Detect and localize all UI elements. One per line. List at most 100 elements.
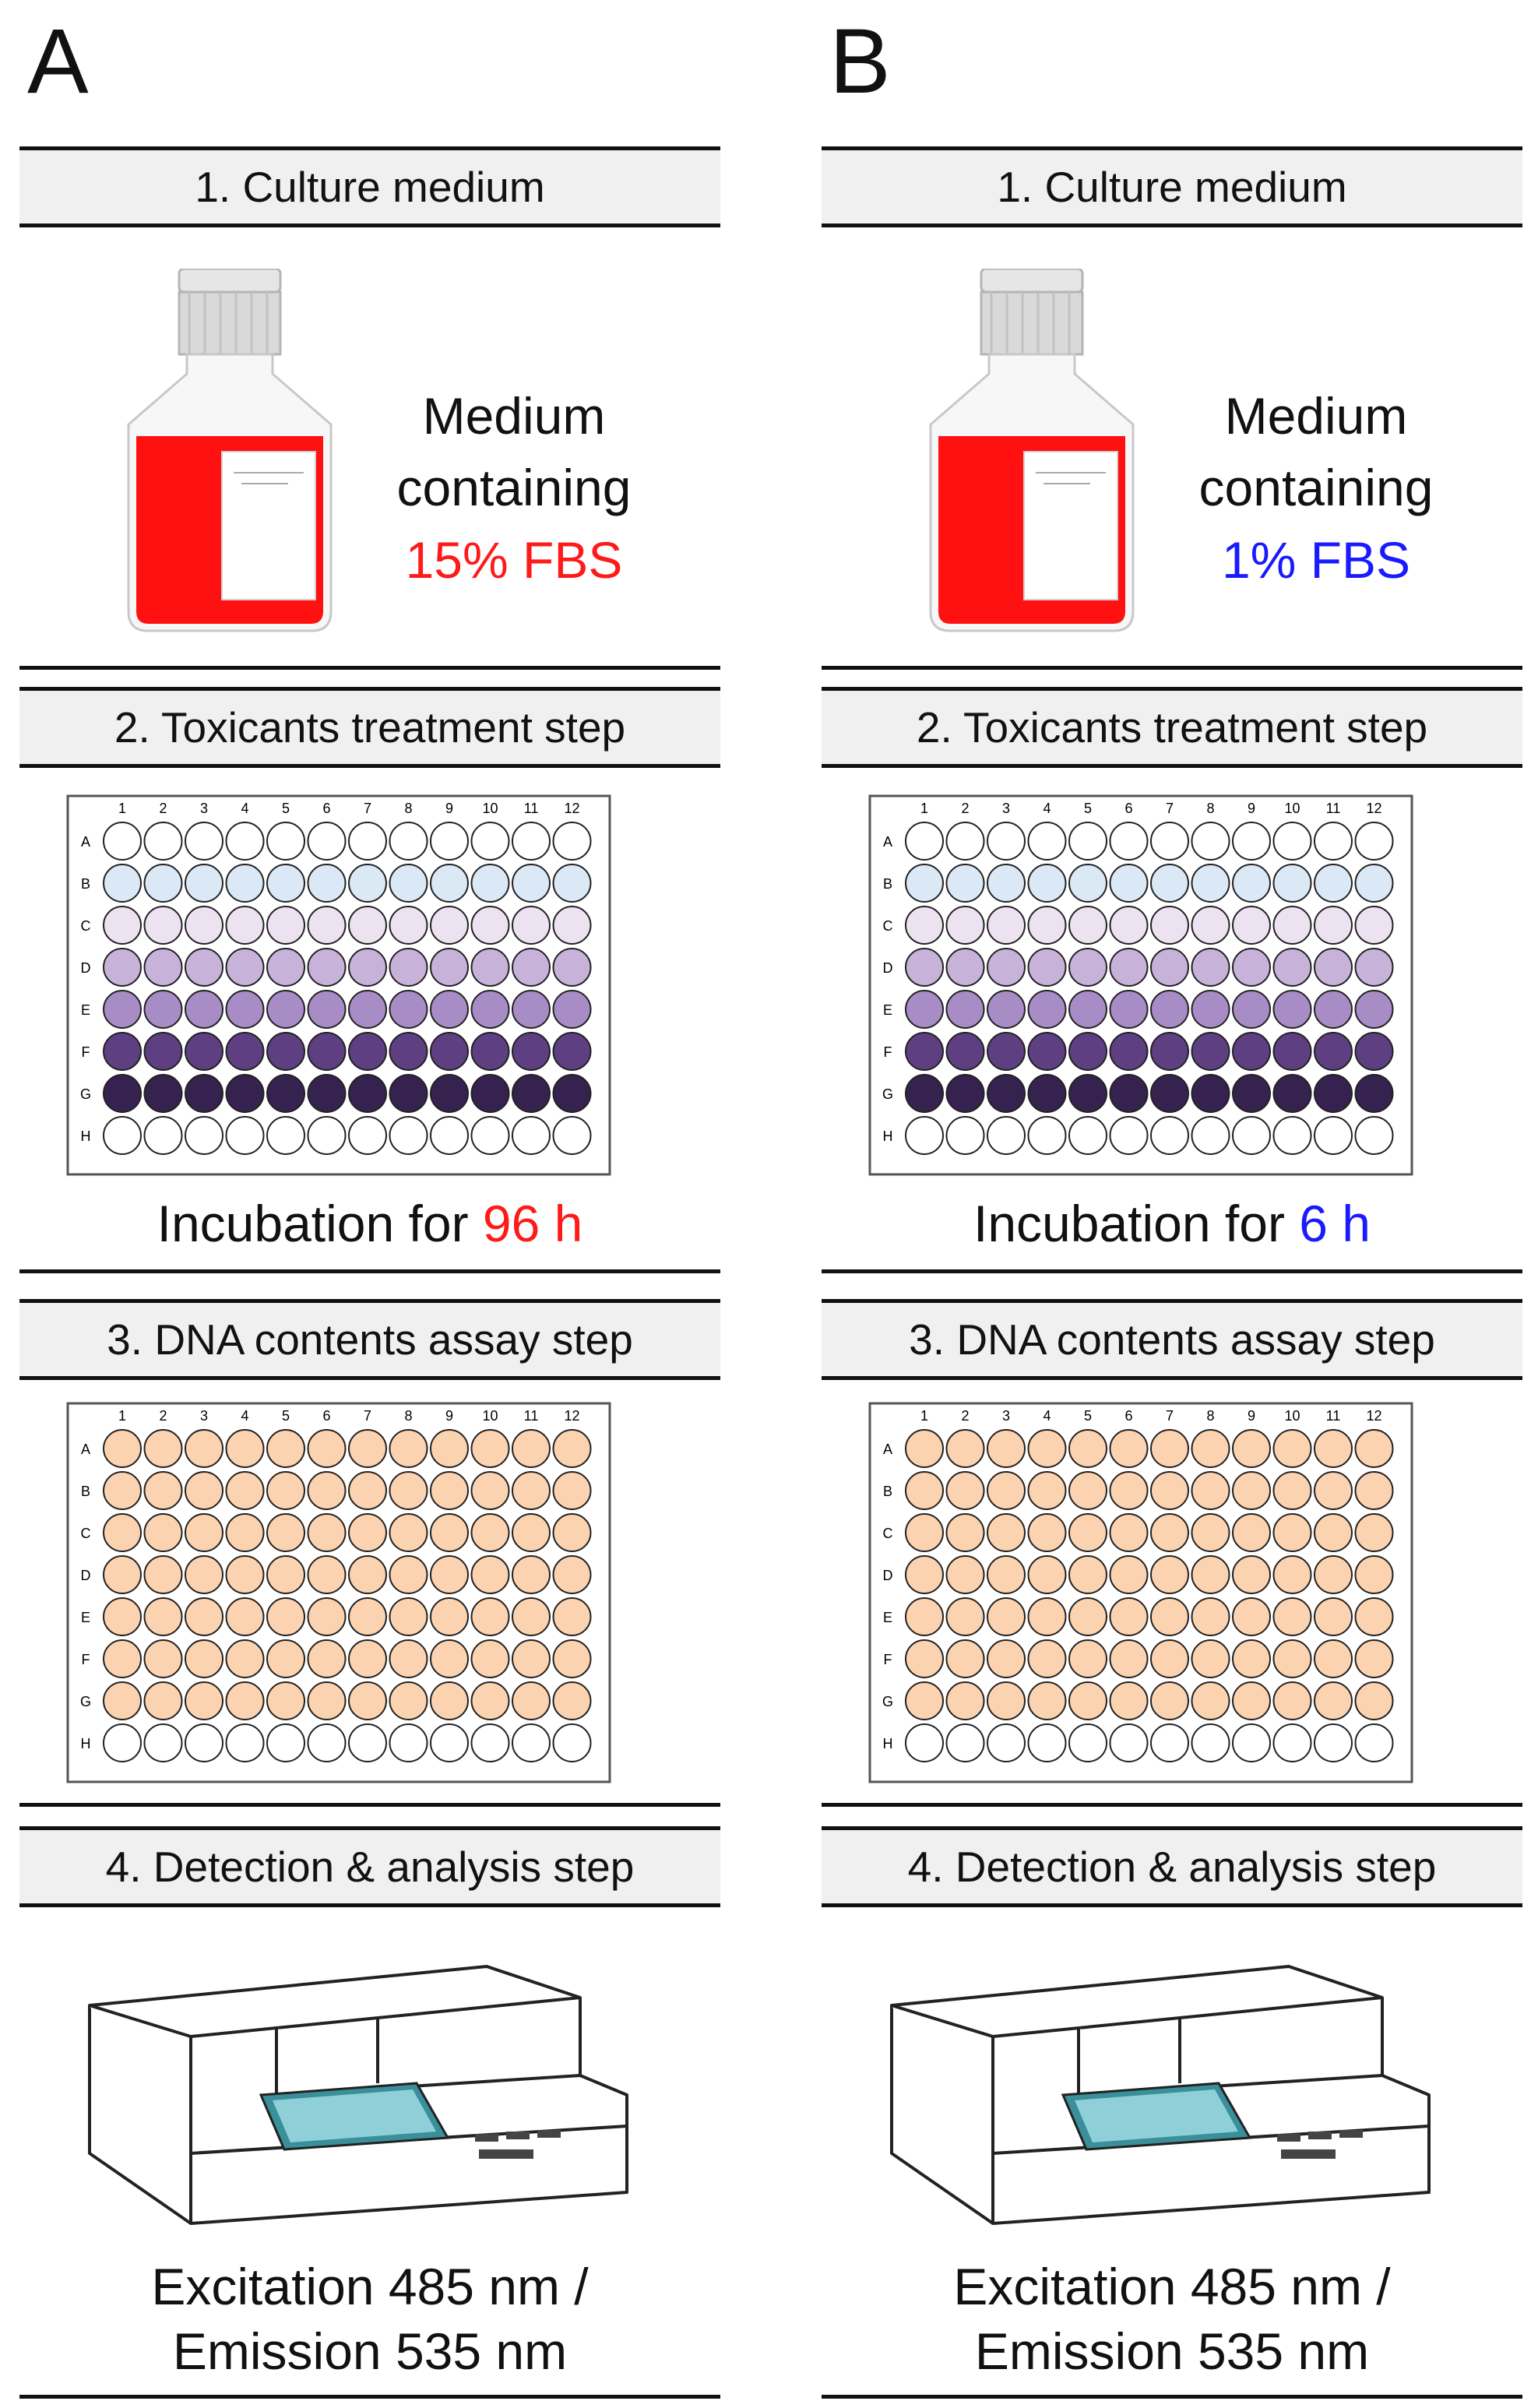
incubation-label: Incubation for 96 h (19, 1188, 720, 1259)
plate-column-label: 10 (1284, 801, 1300, 816)
plate-column-label: 4 (1043, 1408, 1051, 1424)
plate-well (348, 906, 387, 945)
plate-row-label: D (81, 1568, 91, 1583)
plate-well (905, 1555, 944, 1594)
plate-well (1272, 990, 1312, 1029)
plate-well (470, 1513, 510, 1552)
plate-well (1150, 1597, 1189, 1636)
plate-well (185, 1723, 223, 1762)
plate-well (512, 1116, 551, 1155)
plate-well (945, 1723, 985, 1762)
plate-well (1109, 1639, 1149, 1678)
culture-bottle-icon (929, 269, 1135, 632)
plate-well (905, 990, 944, 1029)
plate-well (1191, 906, 1230, 945)
plate-well (1232, 864, 1271, 903)
plate-well (430, 1513, 469, 1552)
plate-well (905, 948, 944, 987)
plate-well (470, 1032, 510, 1071)
plate-well (143, 906, 183, 945)
plate-well (307, 864, 347, 903)
plate-well (1354, 1723, 1394, 1762)
plate-well (1272, 1032, 1312, 1071)
plate-well (1314, 1681, 1353, 1720)
plate-well (1314, 1639, 1353, 1678)
plate-well (1314, 1597, 1353, 1636)
plate-well (143, 822, 183, 861)
plate-well (1272, 1513, 1312, 1552)
plate-column-label: 9 (1248, 1408, 1255, 1424)
plate-well (1150, 1723, 1189, 1762)
plate-well (1109, 1513, 1149, 1552)
plate-well (389, 1513, 428, 1552)
plate-row-label: G (882, 1086, 893, 1102)
plate-row-label: B (883, 876, 892, 892)
plate-well (945, 822, 985, 861)
plate-well (266, 1555, 305, 1594)
plate-row-label: H (883, 1736, 893, 1751)
plate-well (1191, 1032, 1230, 1071)
plate-well (1150, 1681, 1189, 1720)
plate-column-label: 6 (1124, 801, 1132, 816)
plate-well (1232, 1032, 1271, 1071)
plate-row-label: A (81, 1442, 90, 1457)
plate-well (945, 1639, 985, 1678)
plate-well (1354, 1116, 1394, 1155)
plate-well (225, 822, 265, 861)
plate-well (1232, 990, 1271, 1029)
plate-well (185, 990, 223, 1029)
plate-well (307, 1471, 347, 1510)
plate-well (1191, 990, 1230, 1029)
plate-well (552, 906, 592, 945)
plate-well (266, 1597, 305, 1636)
plate-well (987, 990, 1026, 1029)
plate-column-label: 10 (1284, 1408, 1300, 1424)
plate-row-label: E (883, 1610, 892, 1625)
plate-well (1232, 1429, 1271, 1468)
plate-well (266, 1032, 305, 1071)
plate-well (552, 1032, 592, 1071)
plate-column-label: 2 (159, 1408, 167, 1424)
plate-well (552, 1429, 592, 1468)
emission-text: Emission 535 nm (974, 2322, 1370, 2381)
section-divider (19, 1269, 720, 1273)
plate-column-label: 8 (404, 801, 412, 816)
plate-well (143, 1555, 183, 1594)
plate-column-label: 12 (564, 801, 579, 816)
plate-well (389, 1597, 428, 1636)
plate-well (225, 990, 265, 1029)
plate-well (1232, 1471, 1271, 1510)
plate-well (1232, 1116, 1271, 1155)
plate-well (430, 990, 469, 1029)
plate-well (143, 1429, 183, 1468)
plate-well (348, 864, 387, 903)
plate-well (1314, 1555, 1353, 1594)
plate-row-label: H (81, 1736, 91, 1751)
plate-column-label: 12 (564, 1408, 579, 1424)
plate-row-label: C (883, 1526, 893, 1541)
plate-well (266, 906, 305, 945)
section-divider (822, 2395, 1522, 2399)
plate-row-label: C (81, 1526, 91, 1541)
plate-well (1027, 1681, 1067, 1720)
plate-well (1232, 906, 1271, 945)
plate-well (945, 1513, 985, 1552)
plate-well (143, 1597, 183, 1636)
emission-text: Emission 535 nm (172, 2322, 568, 2381)
plate-well (143, 1723, 183, 1762)
plate-well (1354, 1032, 1394, 1071)
plate-well (348, 1429, 387, 1468)
plate-well (225, 906, 265, 945)
plate-well (103, 1597, 142, 1636)
plate-well (389, 1681, 428, 1720)
plate-well (430, 1639, 469, 1678)
plate-well (1150, 1074, 1189, 1113)
plate-well (185, 1681, 223, 1720)
plate-well (430, 1681, 469, 1720)
plate-well (1150, 948, 1189, 987)
plate-well (143, 1681, 183, 1720)
plate-column-label: 6 (322, 1408, 330, 1424)
plate-well (430, 1032, 469, 1071)
